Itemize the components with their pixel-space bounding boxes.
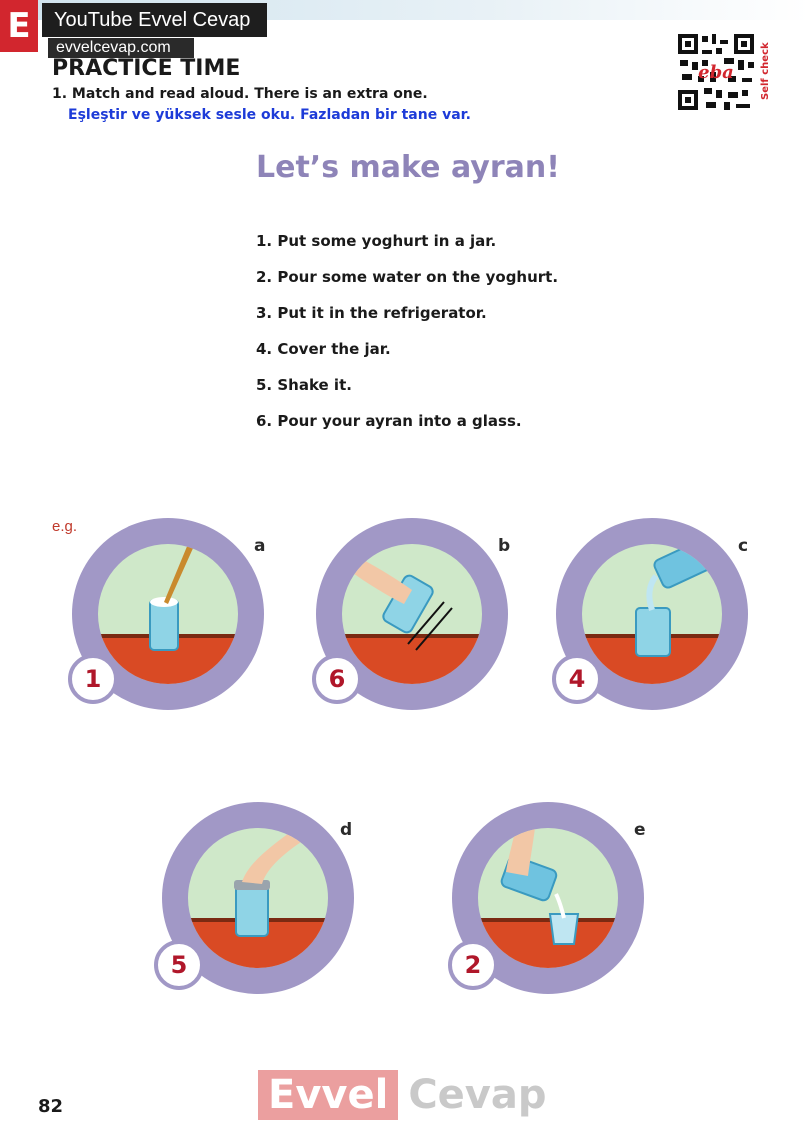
picture-b: b 6 — [312, 514, 512, 714]
qr-code-icon[interactable]: eba — [676, 32, 756, 112]
steps-list: 1. Put some yoghurt in a jar. 2. Pour so… — [256, 232, 558, 448]
watermark-logo: Evvel Cevap — [258, 1070, 547, 1120]
picture-letter: a — [254, 536, 266, 556]
step-1: 1. Put some yoghurt in a jar. — [256, 232, 497, 250]
step-4: 4. Cover the jar. — [256, 340, 391, 358]
picture-d: d 5 — [154, 798, 358, 998]
answer-number[interactable]: 6 — [312, 654, 362, 704]
svg-text:eba: eba — [698, 62, 734, 83]
picture-a: a 1 — [68, 514, 268, 714]
watermark-right: Cevap — [408, 1072, 547, 1118]
answer-number[interactable]: 5 — [154, 940, 204, 990]
watermark-left: Evvel — [258, 1070, 399, 1120]
answer-number[interactable]: 4 — [552, 654, 602, 704]
example-label: e.g. — [52, 518, 78, 535]
picture-letter: d — [340, 820, 353, 840]
step-6: 6. Pour your ayran into a glass. — [256, 412, 522, 430]
instruction-english: 1. Match and read aloud. There is an ext… — [52, 86, 428, 102]
site-label[interactable]: evvelcevap.com — [48, 38, 194, 58]
self-check-label: Self check — [760, 42, 771, 100]
instruction-turkish: Eşleştir ve yüksek sesle oku. Fazladan b… — [68, 107, 471, 123]
page-number: 82 — [38, 1096, 64, 1117]
recipe-heading: Let’s make ayran! — [256, 150, 560, 185]
picture-letter: e — [634, 820, 646, 840]
picture-e: e 2 — [448, 798, 648, 998]
youtube-label[interactable]: YouTube Evvel Cevap — [42, 3, 267, 37]
picture-letter: b — [498, 536, 511, 556]
answer-number[interactable]: 2 — [448, 940, 498, 990]
step-3: 3. Put it in the refrigerator. — [256, 304, 487, 322]
brand-logo: E — [0, 0, 38, 52]
answer-number[interactable]: 1 — [68, 654, 118, 704]
section-title: PRACTICE TIME — [52, 56, 241, 81]
step-2: 2. Pour some water on the yoghurt. — [256, 268, 559, 286]
picture-c: c 4 — [552, 514, 752, 714]
step-5: 5. Shake it. — [256, 376, 352, 394]
picture-letter: c — [738, 536, 749, 556]
